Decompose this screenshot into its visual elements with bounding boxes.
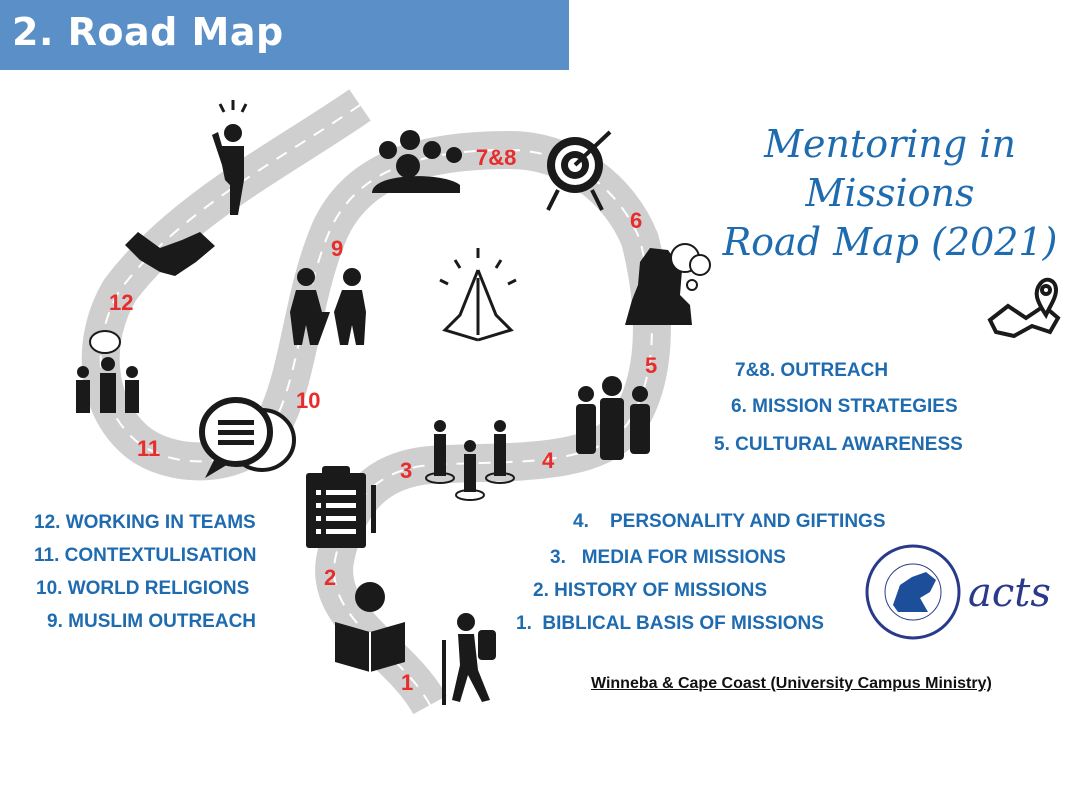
title-line-2: Missions: [805, 171, 975, 215]
thinking-head-icon: [625, 243, 711, 325]
item-label: WORKING IN TEAMS: [65, 512, 256, 533]
step-1: 1: [401, 670, 414, 695]
title-line-1: Mentoring in: [764, 122, 1016, 166]
item-num: 3.: [550, 547, 566, 568]
item-num: 11.: [34, 545, 60, 566]
item-num: 9.: [47, 611, 63, 632]
speaker-icon: [212, 100, 248, 215]
acts-logo: acts: [968, 570, 1051, 616]
item-label: WORLD RELIGIONS: [67, 578, 250, 599]
item-label: CULTURAL AWARENESS: [735, 434, 963, 455]
bottom-list-item: 1. BIBLICAL BASIS OF MISSIONS: [516, 613, 824, 635]
header-bar: 2. Road Map: [0, 0, 569, 70]
bottom-list-item: 3. MEDIA FOR MISSIONS: [550, 547, 786, 569]
group-people-icon: [576, 376, 650, 460]
step-9: 9: [331, 236, 344, 261]
left-list-item: 9. MUSLIM OUTREACH: [47, 611, 256, 633]
road-path: [81, 89, 671, 715]
title-line-3: Road Map (2021): [722, 220, 1058, 264]
network-people-icon: [425, 420, 515, 501]
praying-hands-icon: [439, 248, 517, 342]
step-5: 5: [645, 353, 658, 378]
footer-text: Winneba & Cape Coast (University Campus …: [591, 675, 992, 692]
handshake-people-icon: [290, 268, 366, 345]
item-label: MEDIA FOR MISSIONS: [581, 547, 786, 568]
page-title: 2. Road Map: [12, 10, 284, 54]
step-10: 10: [296, 388, 321, 413]
item-label: CONTEXTULISATION: [64, 545, 257, 566]
item-num: 2.: [533, 580, 549, 601]
acts-logo-text: acts: [968, 570, 1051, 616]
item-num: 12.: [34, 512, 61, 533]
item-num: 1.: [516, 613, 532, 634]
bottom-list-item: 4. PERSONALITY AND GIFTINGS: [573, 511, 886, 533]
diagram-title: Mentoring in Missions Road Map (2021): [700, 120, 1080, 267]
item-label: OUTREACH: [780, 360, 889, 381]
step-3: 3: [400, 458, 413, 483]
left-list-item: 12. WORKING IN TEAMS: [34, 512, 256, 534]
right-list-item: 6. MISSION STRATEGIES: [731, 396, 958, 418]
item-label: MISSION STRATEGIES: [752, 396, 958, 417]
right-list-item: 5. CULTURAL AWARENESS: [714, 434, 963, 456]
item-num: 7&8.: [735, 360, 776, 381]
item-label: BIBLICAL BASIS OF MISSIONS: [542, 613, 824, 634]
clipboard-icon: [306, 466, 376, 548]
target-icon: [546, 130, 612, 211]
item-label: PERSONALITY AND GIFTINGS: [609, 511, 886, 532]
step-2: 2: [324, 565, 337, 590]
right-list-item: 7&8. OUTREACH: [735, 360, 888, 382]
left-list-item: 10. WORLD RELIGIONS: [36, 578, 249, 600]
reader-icon: [335, 582, 405, 672]
talking-people-icon: [76, 330, 139, 413]
step-11: 11: [137, 436, 161, 461]
chat-bubbles-icon: [199, 397, 296, 478]
step-4: 4: [542, 448, 555, 473]
item-num: 5.: [714, 434, 730, 455]
item-num: 4.: [573, 511, 589, 532]
bottom-list-item: 2. HISTORY OF MISSIONS: [533, 580, 767, 602]
hiker-icon: [442, 613, 496, 705]
handshake-icon: [125, 232, 215, 276]
item-num: 6.: [731, 396, 747, 417]
left-list-item: 11. CONTEXTULISATION: [34, 545, 256, 567]
item-label: MUSLIM OUTREACH: [68, 611, 257, 632]
item-label: HISTORY OF MISSIONS: [554, 580, 768, 601]
step-7-8: 7&8: [476, 145, 517, 170]
step-12: 12: [109, 290, 134, 315]
item-num: 10.: [36, 578, 63, 599]
map-pin-icon: [987, 277, 1061, 339]
crowd-icon: [372, 130, 462, 193]
step-6: 6: [630, 208, 643, 233]
focus-higher-seal: [865, 544, 961, 640]
